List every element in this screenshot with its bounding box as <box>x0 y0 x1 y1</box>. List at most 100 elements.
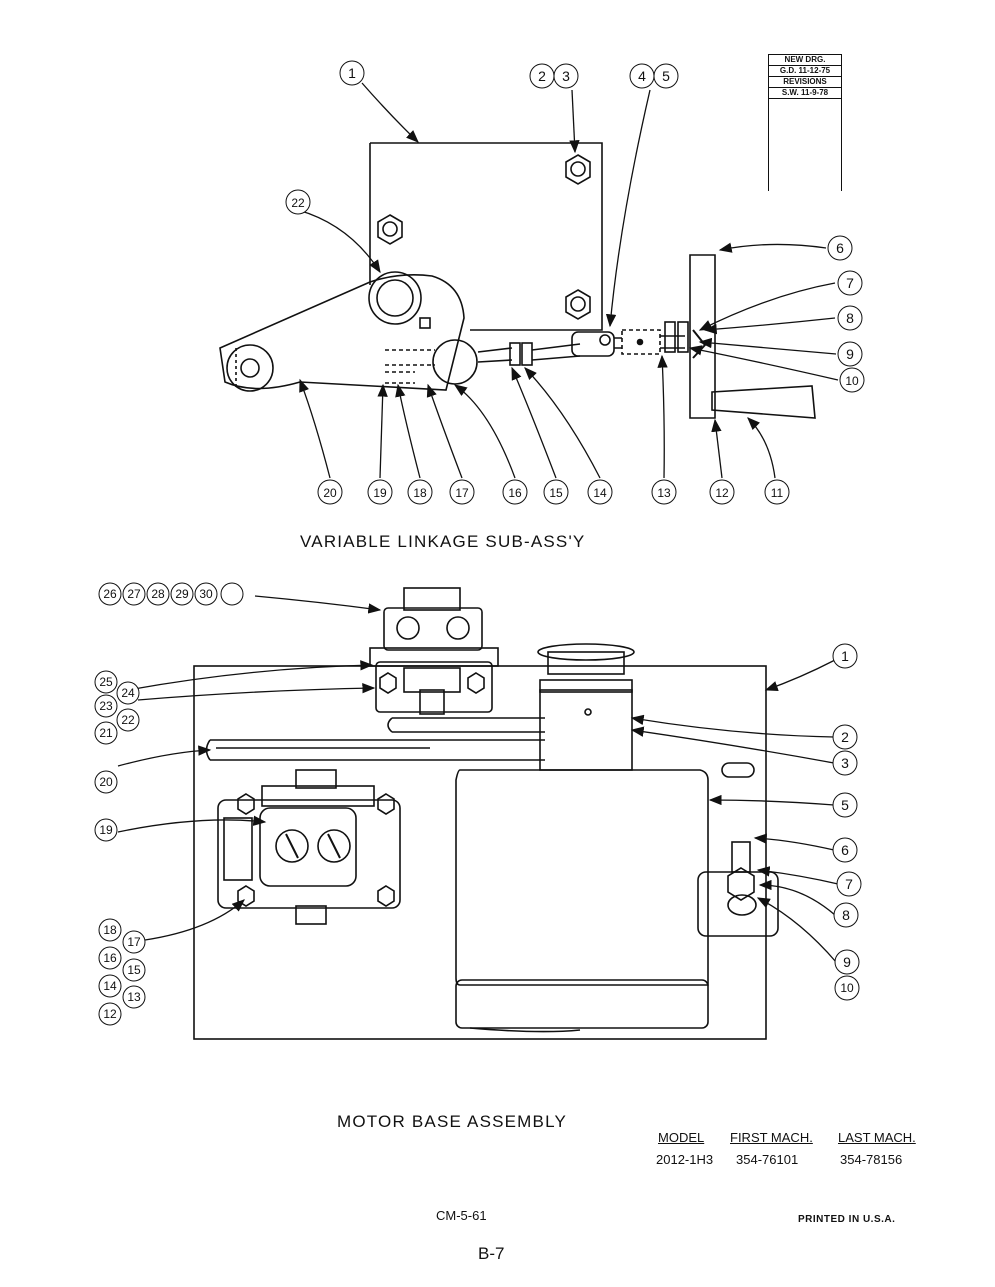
callout-m11: 12 <box>98 1002 122 1026</box>
callout-m25: 26 <box>98 582 122 606</box>
svg-text:10: 10 <box>840 981 854 995</box>
callout-l19: 19 <box>367 479 393 505</box>
callout-l1: 1 <box>339 60 365 86</box>
svg-text:22: 22 <box>121 713 135 727</box>
top-mount <box>369 587 499 715</box>
callout-m21: 22 <box>116 708 140 732</box>
callout-l11: 11 <box>764 479 790 505</box>
svg-text:26: 26 <box>103 587 117 601</box>
svg-text:29: 29 <box>175 587 189 601</box>
svg-text:27: 27 <box>127 587 141 601</box>
callout-m13: 14 <box>98 974 122 998</box>
callout-m27: 28 <box>146 582 170 606</box>
svg-text:8: 8 <box>842 907 850 923</box>
callout-m2: 2 <box>832 724 858 750</box>
pivot-bushing <box>368 271 422 325</box>
revision-label: REVISIONS <box>769 77 841 88</box>
callout-l20: 20 <box>317 479 343 505</box>
callout-l12: 12 <box>709 479 735 505</box>
callout-m23: 24 <box>116 681 140 705</box>
svg-text:18: 18 <box>413 486 427 500</box>
belt-main <box>205 739 545 761</box>
svg-text:13: 13 <box>657 486 671 500</box>
callout-l5: 5 <box>653 63 679 89</box>
svg-text:8: 8 <box>846 310 854 326</box>
doc-code: CM-5-61 <box>436 1208 487 1223</box>
callout-m30 <box>220 582 244 606</box>
svg-text:4: 4 <box>638 68 646 84</box>
svg-text:10: 10 <box>845 374 859 388</box>
revision-new-drg-date: G.D. 11-12-75 <box>769 66 841 77</box>
callout-m12: 13 <box>122 985 146 1009</box>
plate-nut-lower-right <box>565 289 591 320</box>
callout-m7: 7 <box>836 871 862 897</box>
callout-m24: 25 <box>94 670 118 694</box>
bracket-nuts <box>664 321 689 353</box>
base-plate <box>193 665 767 1040</box>
callout-l14: 14 <box>587 479 613 505</box>
rod-nuts <box>509 342 533 366</box>
callout-m10: 10 <box>834 975 860 1001</box>
callout-l13: 13 <box>651 479 677 505</box>
linkage-drawing <box>219 142 816 419</box>
bracket-plate <box>689 254 716 419</box>
clevis <box>571 331 615 357</box>
linkage-rod <box>477 347 513 363</box>
svg-text:20: 20 <box>323 486 337 500</box>
callout-l9: 9 <box>837 341 863 367</box>
belt-upper <box>387 717 545 733</box>
callout-m28: 29 <box>170 582 194 606</box>
callout-l7: 7 <box>837 270 863 296</box>
svg-text:18: 18 <box>103 923 117 937</box>
svg-text:9: 9 <box>843 954 851 970</box>
motor <box>455 762 755 1033</box>
svg-text:21: 21 <box>99 726 113 740</box>
svg-text:11: 11 <box>771 486 784 500</box>
plate-nut-upper-right <box>565 154 591 185</box>
motor-base-drawing <box>193 587 779 1040</box>
printed-in: PRINTED IN U.S.A. <box>798 1214 896 1225</box>
svg-text:19: 19 <box>99 823 113 837</box>
svg-text:12: 12 <box>715 486 729 500</box>
first-mach-header: FIRST MACH. <box>730 1130 813 1145</box>
svg-text:1: 1 <box>348 65 356 81</box>
control-box <box>217 769 401 925</box>
svg-text:19: 19 <box>373 486 387 500</box>
revision-block: NEW DRG. G.D. 11-12-75 REVISIONS S.W. 11… <box>768 54 842 191</box>
callout-m19: 20 <box>94 770 118 794</box>
linkage-leaders <box>297 82 839 479</box>
svg-text:7: 7 <box>845 876 853 892</box>
callout-m17: 18 <box>98 918 122 942</box>
conduit-box <box>697 841 779 937</box>
callout-m20: 21 <box>94 721 118 745</box>
callout-m9: 9 <box>834 949 860 975</box>
plate-nut-left <box>377 214 403 245</box>
callout-l3: 3 <box>553 63 579 89</box>
pulley <box>537 643 635 771</box>
lever-arm <box>219 274 465 391</box>
linkage-title: VARIABLE LINKAGE SUB-ASS'Y <box>300 532 586 551</box>
callout-l10: 10 <box>839 367 865 393</box>
svg-text:30: 30 <box>199 587 213 601</box>
svg-text:6: 6 <box>841 842 849 858</box>
callout-l4: 4 <box>629 63 655 89</box>
callout-m5: 5 <box>832 792 858 818</box>
last-mach-header: LAST MACH. <box>838 1130 916 1145</box>
svg-text:6: 6 <box>836 240 844 256</box>
page-number: B-7 <box>478 1244 505 1263</box>
svg-text:25: 25 <box>99 675 113 689</box>
svg-text:15: 15 <box>549 486 563 500</box>
svg-text:5: 5 <box>841 797 849 813</box>
callout-m29: 30 <box>194 582 218 606</box>
model-value: 2012-1H3 <box>656 1152 714 1167</box>
callout-l15: 15 <box>543 479 569 505</box>
motor-base-leaders <box>117 595 839 963</box>
callout-m3: 3 <box>832 750 858 776</box>
svg-text:16: 16 <box>103 951 117 965</box>
svg-text:14: 14 <box>103 979 117 993</box>
svg-text:2: 2 <box>538 68 546 84</box>
callout-l22: 22 <box>285 189 311 215</box>
handle <box>711 385 816 419</box>
callout-m15: 16 <box>98 946 122 970</box>
